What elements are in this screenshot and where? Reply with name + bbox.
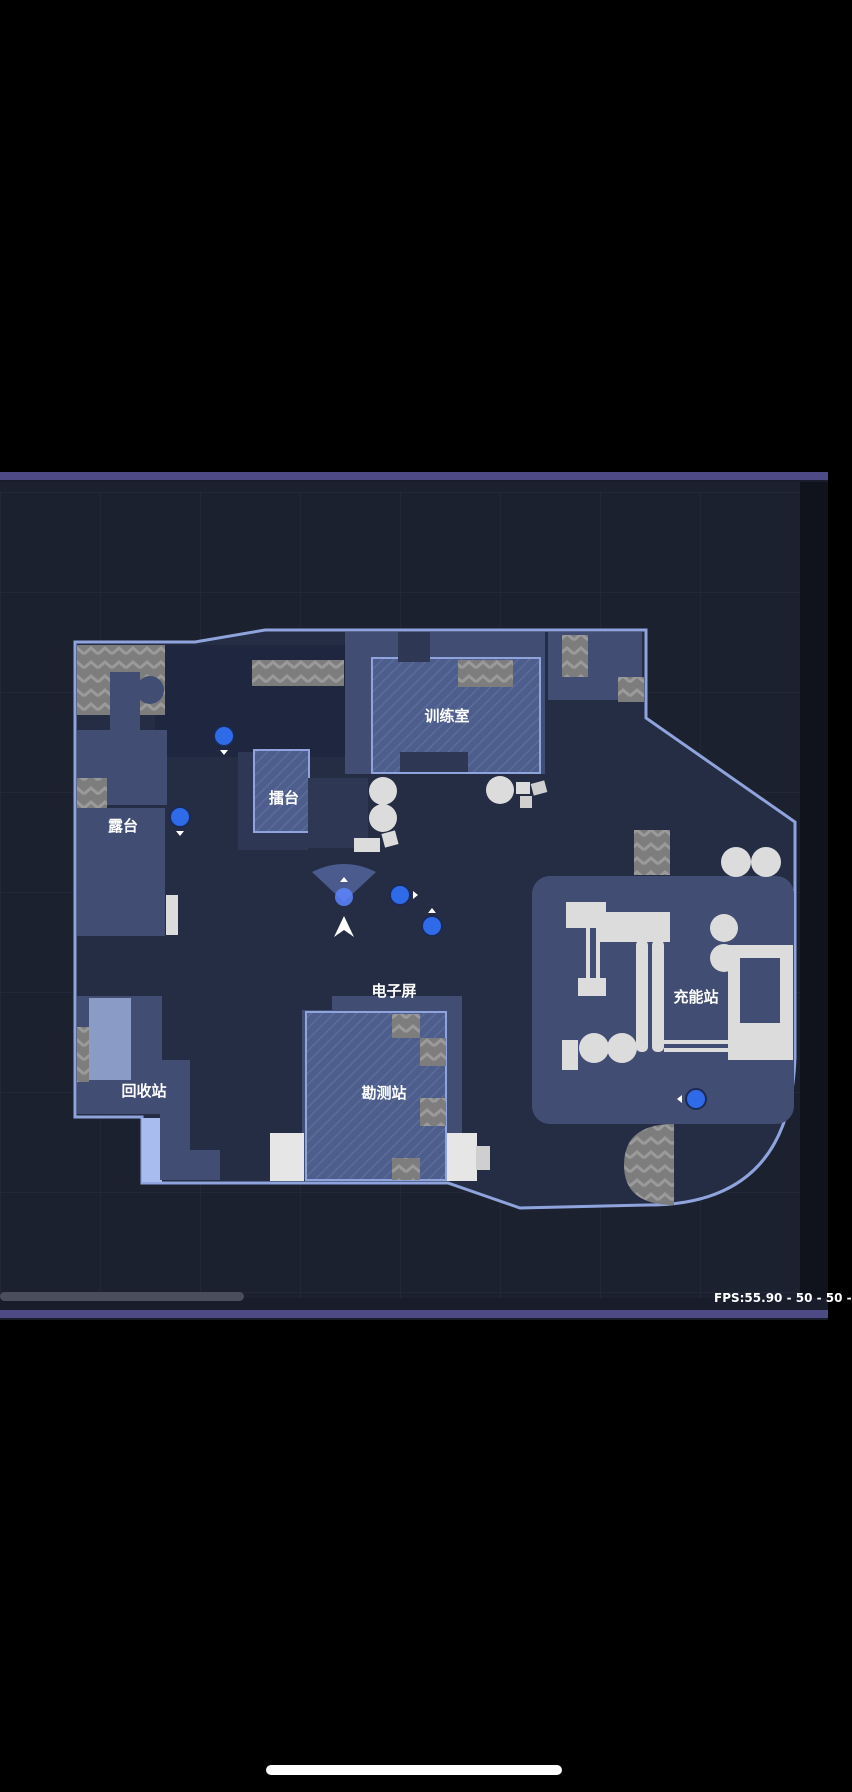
label-survey-station: 勘测站 <box>361 1084 406 1102</box>
top-border <box>0 472 828 480</box>
blue-marker-icon[interactable] <box>389 884 418 906</box>
label-recycle-station: 回收站 <box>121 1082 166 1100</box>
map-viewport[interactable]: 训练室 擂台 露台 电子屏 回收站 勘测站 充能站 <box>0 472 828 1320</box>
horizontal-scrollbar[interactable] <box>0 1292 244 1301</box>
bottom-border <box>0 1310 828 1318</box>
floor-map[interactable]: 训练室 擂台 露台 电子屏 回收站 勘测站 充能站 <box>0 472 828 1320</box>
fps-counter: FPS:55.90 - 50 - 50 - <box>714 1291 852 1305</box>
blue-marker-icon[interactable] <box>421 908 443 937</box>
label-arena: 擂台 <box>269 789 299 807</box>
label-charging-station: 充能站 <box>673 988 718 1006</box>
blue-marker-icon[interactable] <box>169 806 191 836</box>
blue-marker-icon[interactable] <box>677 1088 707 1110</box>
blue-marker-icon[interactable] <box>213 725 235 755</box>
home-indicator[interactable] <box>266 1765 562 1775</box>
label-terrace: 露台 <box>108 817 138 835</box>
label-training-room: 训练室 <box>424 707 469 725</box>
player-arrow-icon <box>312 864 376 937</box>
label-e-screen: 电子屏 <box>371 982 416 1000</box>
